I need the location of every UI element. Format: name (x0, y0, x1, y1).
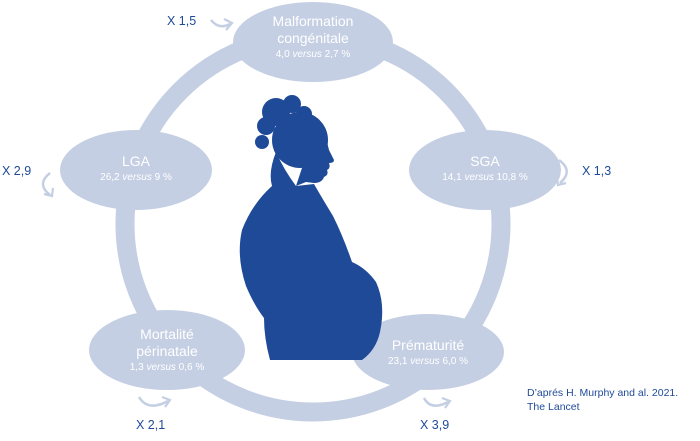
node-stat: 14,1 versus 10,8 % (442, 172, 528, 183)
node-mortalite: Mortalité périnatale 1,3 versus 0,6 % (89, 326, 245, 374)
credit-line: The Lancet (527, 401, 580, 413)
node-stat: 23,1 versus 6,0 % (387, 356, 469, 367)
node-stat: 4,0 versus 2,7 % (275, 49, 351, 60)
node-ellipse-malformation (233, 2, 393, 82)
factor-mortalite: X 2,1 (136, 418, 166, 432)
node-lga: LGA 26,2 versus 9 % (60, 153, 212, 184)
node-label: Prématurité (391, 337, 465, 353)
node-ellipse-mortalite (89, 310, 245, 390)
source-credit: D’aprés H. Murphy and al. 2021. The Lanc… (527, 386, 678, 414)
node-label: SGA (470, 153, 500, 169)
node-ellipse-sga (409, 130, 561, 210)
credit-line: D’aprés H. Murphy and al. 2021. (527, 387, 679, 399)
node-stat: 1,3 versus 0,6 % (129, 362, 205, 373)
curved-arrow-icon (210, 18, 234, 31)
factor-prematurite: X 3,9 (420, 418, 450, 432)
pregnant-woman-silhouette-icon (239, 95, 383, 360)
node-label: LGA (121, 153, 150, 169)
node-label: périnatale (136, 343, 198, 359)
node-label: Malformation (272, 13, 354, 29)
curved-arrow-icon (555, 158, 568, 187)
factor-lga: X 2,9 (2, 164, 32, 178)
curved-arrow-icon (422, 396, 452, 409)
curved-arrow-icon (41, 172, 55, 198)
node-label: Mortalité (140, 326, 194, 342)
node-ellipse-lga (60, 130, 212, 210)
node-prematurite: Prématurité 23,1 versus 6,0 % (352, 337, 504, 368)
node-ellipse-prematurite (352, 314, 504, 390)
node-sga: SGA 14,1 versus 10,8 % (409, 153, 561, 184)
factor-malformation: X 1,5 (167, 14, 197, 28)
node-malformation: Malformation congénitale 4,0 versus 2,7 … (233, 13, 393, 61)
node-label: congénitale (277, 30, 349, 46)
curved-arrow-icon (137, 395, 172, 408)
factor-sga: X 1,3 (582, 164, 612, 178)
node-stat: 26,2 versus 9 % (100, 172, 172, 183)
